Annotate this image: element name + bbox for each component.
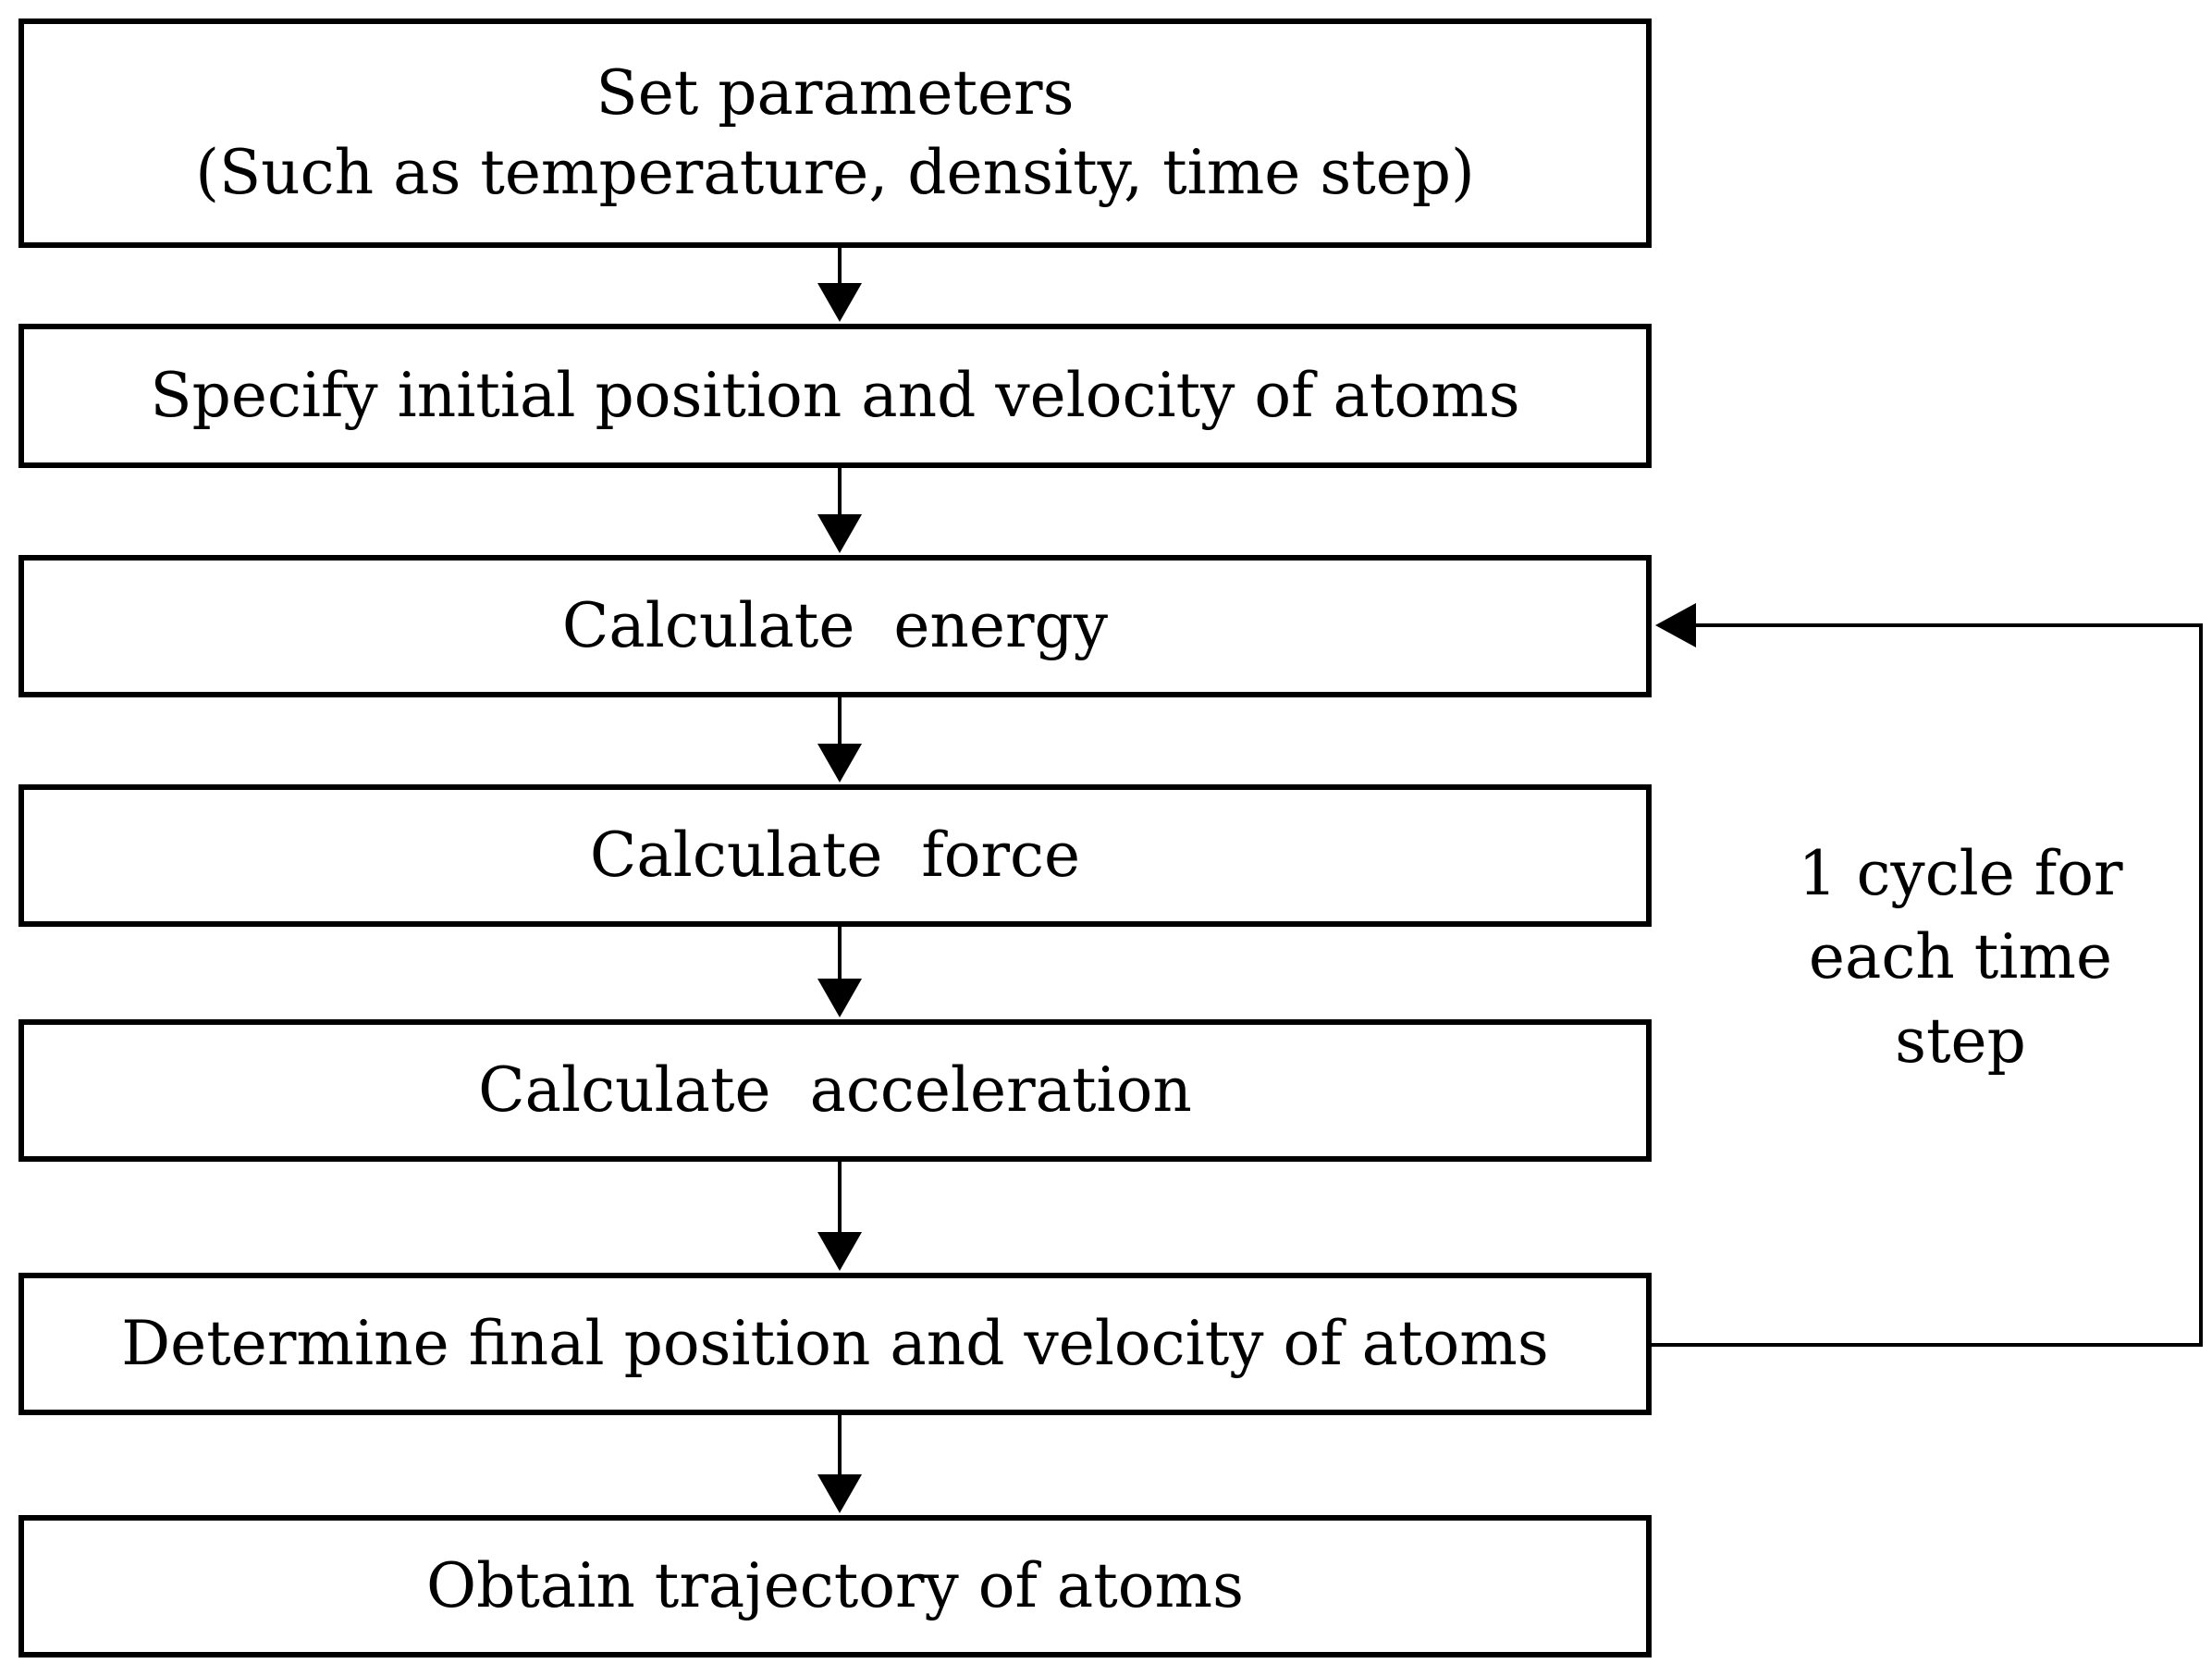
step-set-parameters-title: Set parameters [596, 57, 1075, 129]
step-determine-final-state: Determine final position and velocity of… [18, 1273, 1652, 1415]
step-calculate-energy: Calculate energy [18, 555, 1652, 697]
arrow-head-5-6 [817, 1232, 862, 1271]
step-set-parameters: Set parameters (Such as temperature, den… [18, 18, 1652, 248]
step-specify-initial-state: Specify initial position and velocity of… [18, 324, 1652, 468]
loop-label-line-3: step [1895, 1004, 2026, 1077]
loop-label: 1 cycle for each time step [1729, 832, 2192, 1083]
step-calculate-force-label: Calculate force [589, 820, 1081, 892]
arrow-head-3-4 [817, 744, 862, 783]
loop-label-line-2: each time [1808, 921, 2113, 993]
step-obtain-trajectory: Obtain trajectory of atoms [18, 1515, 1652, 1658]
step-calculate-acceleration-label: Calculate acceleration [478, 1054, 1192, 1127]
step-calculate-energy-label: Calculate energy [561, 590, 1109, 662]
step-calculate-force: Calculate force [18, 784, 1652, 927]
arrow-head-4-5 [817, 979, 862, 1017]
loop-label-line-1: 1 cycle for [1798, 838, 2123, 909]
step-obtain-trajectory-label: Obtain trajectory of atoms [425, 1550, 1244, 1622]
step-specify-initial-state-label: Specify initial position and velocity of… [150, 360, 1520, 432]
arrow-head-6-7 [817, 1474, 862, 1513]
arrow-head-1-2 [817, 283, 862, 322]
step-calculate-acceleration: Calculate acceleration [18, 1019, 1652, 1162]
loop-line [1652, 623, 2203, 1347]
step-determine-final-state-label: Determine final position and velocity of… [121, 1308, 1549, 1380]
arrow-head-2-3 [817, 514, 862, 553]
loop-arrow-head [1655, 603, 1696, 647]
step-set-parameters-detail: (Such as temperature, density, time step… [195, 137, 1475, 208]
